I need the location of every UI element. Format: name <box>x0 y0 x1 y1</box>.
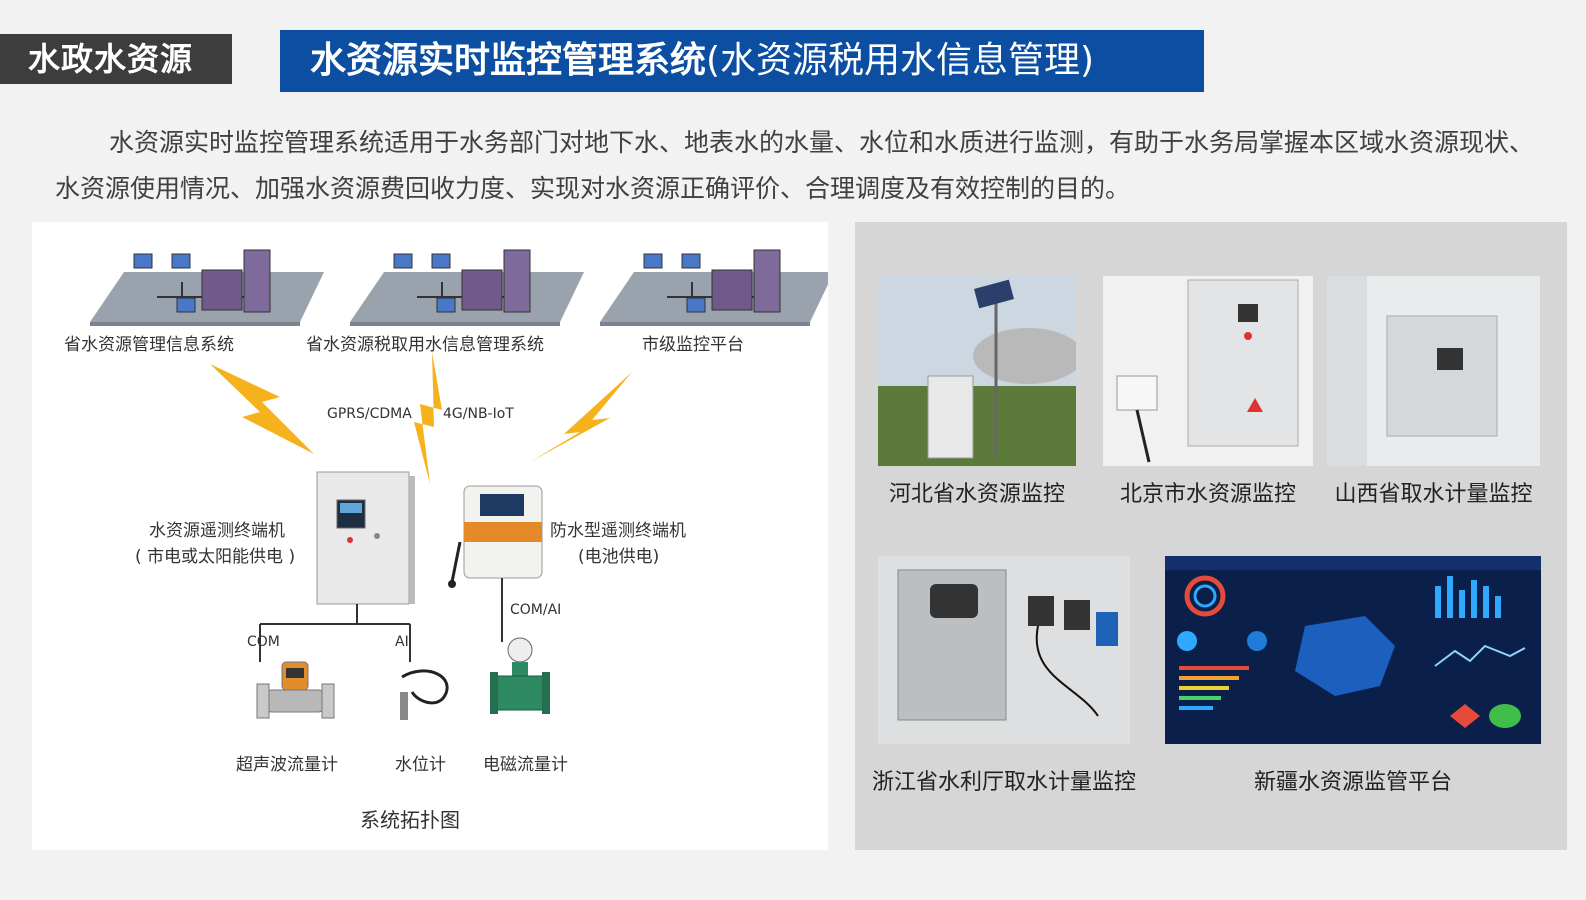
title-bold: 水资源实时监控管理系统 <box>310 40 707 81</box>
terminal-left-sublabel: ( 市电或太阳能供电 ) <box>135 547 296 567</box>
diagram-caption: 系统拓扑图 <box>360 808 460 832</box>
photo-hebei <box>878 276 1076 466</box>
network-label-1: 省水资源管理信息系统 <box>64 335 234 355</box>
caption-xinjiang: 新疆水资源监管平台 <box>1253 770 1452 795</box>
terminal-right-label: 防水型遥测终端机 <box>550 521 686 541</box>
gallery-panel: 河北省水资源监控 北京市水资源监控 山西省取水计量监控 <box>855 222 1567 850</box>
network-platform-1-icon <box>90 249 324 326</box>
lightning-right-icon <box>530 372 632 462</box>
caption-hebei: 河北省水资源监控 <box>888 482 1065 507</box>
topology-graphic <box>90 249 828 720</box>
terminal-left-label: 水资源遥测终端机 <box>149 521 285 541</box>
page-title: 水资源实时监控管理系统(水资源税用水信息管理) <box>280 30 1204 92</box>
caption-zhejiang: 浙江省水利厅取水计量监控 <box>871 770 1136 795</box>
photo-beijing <box>1103 276 1313 466</box>
ultrasonic-flowmeter-icon <box>256 661 335 719</box>
connection-lines <box>259 578 503 662</box>
device-label-em: 电磁流量计 <box>483 755 568 775</box>
port-com-ai-label: COM/AI <box>510 602 562 618</box>
port-ai-label: AI <box>395 634 409 650</box>
terminal-right-icon <box>448 485 543 588</box>
device-label-ultrasonic: 超声波流量计 <box>236 755 338 775</box>
intro-paragraph: 水资源实时监控管理系统适用于水务部门对地下水、地表水的水量、水位和水质进行监测，… <box>55 120 1545 212</box>
port-com-label: COM <box>247 634 280 650</box>
lightning-left-icon <box>210 364 314 454</box>
device-label-level: 水位计 <box>395 755 446 775</box>
lightning-mid-icon <box>414 352 442 484</box>
water-level-gauge-icon <box>400 669 449 720</box>
title-rest: (水资源税用水信息管理) <box>706 40 1095 81</box>
photo-shanxi <box>1327 276 1540 466</box>
terminal-left-icon <box>316 471 415 605</box>
em-flowmeter-icon <box>490 637 550 714</box>
network-platform-3-icon <box>600 249 828 326</box>
caption-beijing: 北京市水资源监控 <box>1119 482 1296 507</box>
network-label-2: 省水资源税取用水信息管理系统 <box>306 335 544 355</box>
link-label-gprs: GPRS/CDMA <box>327 406 412 422</box>
photo-xinjiang-dashboard <box>1165 556 1541 744</box>
caption-shanxi: 山西省取水计量监控 <box>1334 482 1533 507</box>
network-label-3: 市级监控平台 <box>642 335 744 355</box>
terminal-right-sublabel: (电池供电) <box>578 547 660 567</box>
photo-zhejiang <box>878 556 1130 744</box>
network-platform-2-icon <box>350 249 584 326</box>
topology-panel: 省水资源管理信息系统 省水资源税取用水信息管理系统 市级监控平台 GPRS/CD… <box>32 222 828 850</box>
section-tag: 水政水资源 <box>0 34 232 84</box>
intro-text: 水资源实时监控管理系统适用于水务部门对地下水、地表水的水量、水位和水质进行监测，… <box>55 128 1535 203</box>
link-label-nbiot: 4G/NB-IoT <box>443 406 514 422</box>
